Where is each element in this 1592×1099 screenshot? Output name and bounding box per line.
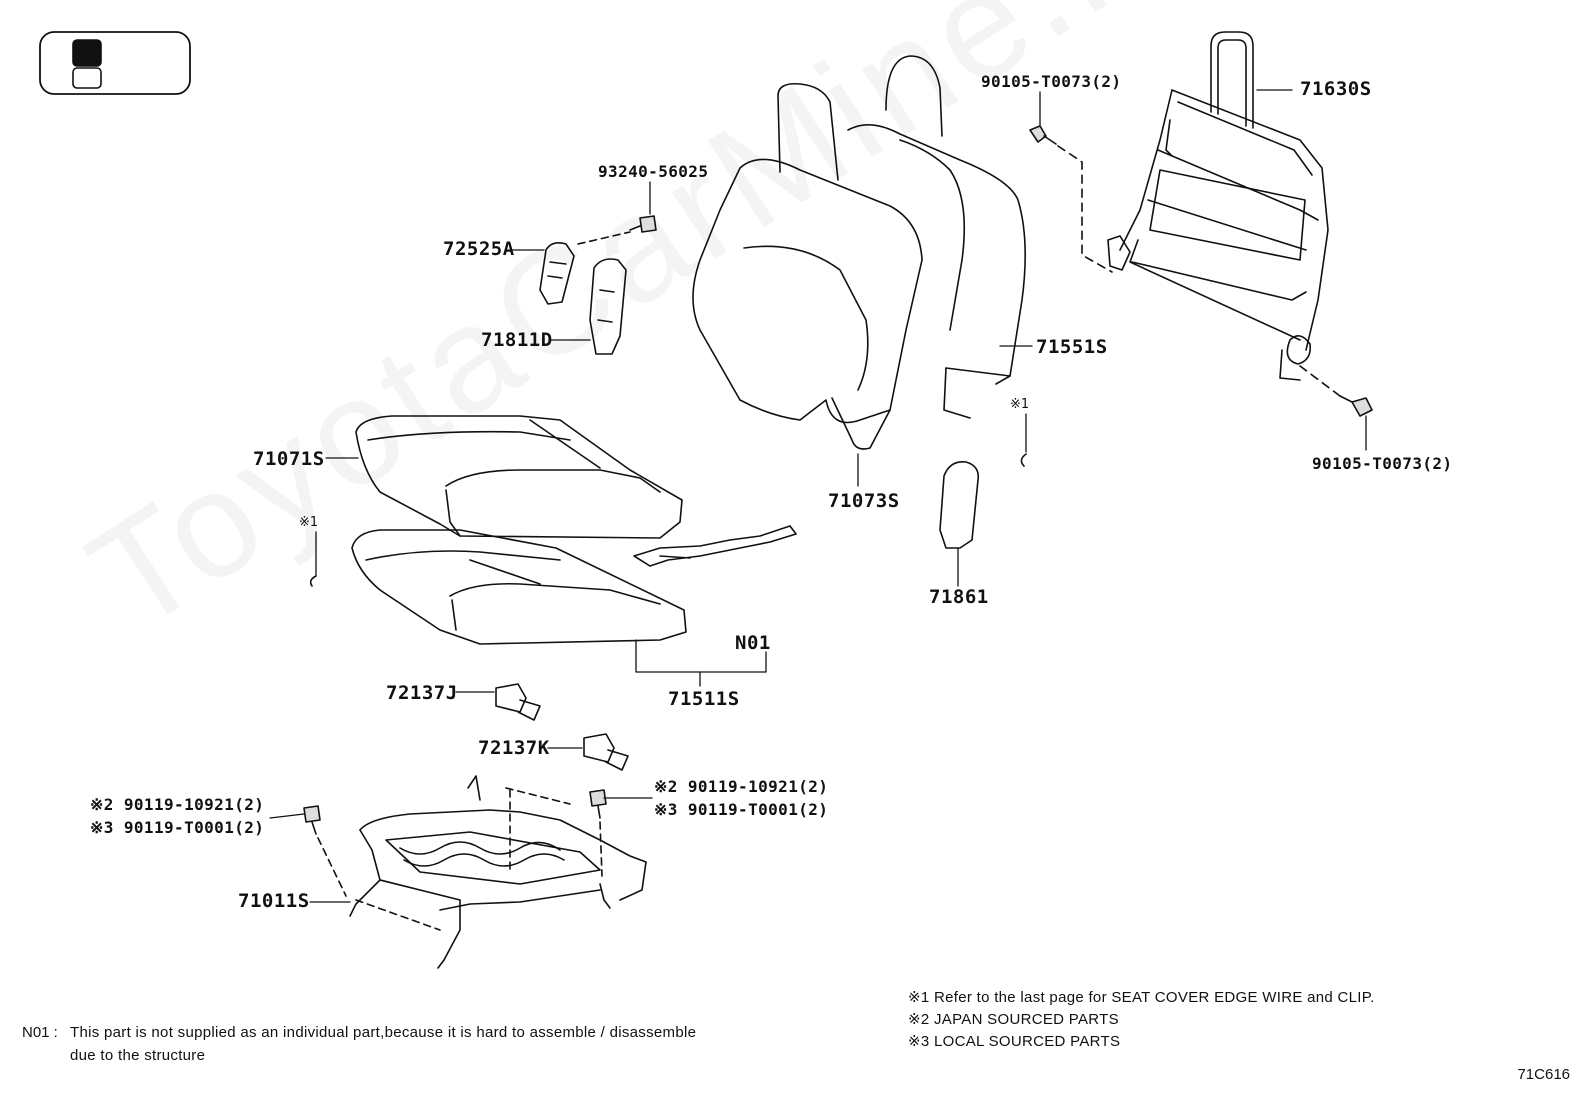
note-n01-line2: due to the structure <box>70 1047 206 1064</box>
label-71861: 71861 <box>929 586 989 608</box>
legend-1: ※1 Refer to the last page for SEAT COVER… <box>908 989 1375 1006</box>
note-n01-key: N01 : <box>22 1024 58 1041</box>
label-72137K: 72137K <box>478 737 550 759</box>
legend-2: ※2 JAPAN SOURCED PARTS <box>908 1011 1119 1028</box>
label-71071S: 71071S <box>253 448 325 470</box>
page-code: 71C616 <box>1517 1066 1570 1083</box>
trim-72525A <box>539 242 575 305</box>
harness-N01 <box>633 525 797 567</box>
cover-71861 <box>939 460 980 549</box>
label-left-bolt-local: ※3 90119-T0001(2) <box>90 818 265 837</box>
seatback-cover-71551S <box>847 55 1026 419</box>
label-71511S: 71511S <box>668 688 740 710</box>
leader-lines <box>269 89 1367 903</box>
clip-ref-left <box>309 575 317 587</box>
label-71551S: 71551S <box>1036 336 1108 358</box>
label-71011S: 71011S <box>238 890 310 912</box>
label-71630S: 71630S <box>1300 78 1372 100</box>
seat-position-icon <box>39 31 191 95</box>
label-72525A: 72525A <box>443 238 515 260</box>
label-93240: 93240-56025 <box>598 162 709 181</box>
bolt-90119-left <box>303 805 347 897</box>
label-N01: N01 <box>735 632 771 654</box>
label-71073S: 71073S <box>828 490 900 512</box>
note-n01-line1: This part is not supplied as an individu… <box>70 1024 697 1041</box>
seatback-pad-71073S <box>692 82 923 450</box>
cover-72137K <box>583 733 629 771</box>
label-71811D: 71811D <box>481 329 553 351</box>
label-right-bolt-local: ※3 90119-T0001(2) <box>654 800 829 819</box>
frame-dash-links <box>355 787 571 931</box>
label-90105-top: 90105-T0073(2) <box>981 72 1122 91</box>
bolt-90105-top <box>1029 125 1113 273</box>
label-72137J: 72137J <box>386 682 458 704</box>
seatback-frame-71630S <box>1107 31 1329 381</box>
bolt-90105-bottom <box>1299 365 1373 417</box>
clip-ref-right <box>1020 453 1027 467</box>
bolt-90119-right <box>589 789 607 877</box>
cushion-cover-71511S <box>351 529 687 645</box>
cover-72137J <box>495 683 541 721</box>
screw-93240 <box>577 215 657 245</box>
ref-mark-right: ※1 <box>1010 397 1030 412</box>
label-right-bolt-japan: ※2 90119-10921(2) <box>654 777 829 796</box>
cushion-pad-71071S <box>355 415 683 539</box>
cover-71811D <box>589 258 627 355</box>
seat-frame-71011S <box>349 775 647 969</box>
label-90105-bottom: 90105-T0073(2) <box>1312 454 1453 473</box>
label-left-bolt-japan: ※2 90119-10921(2) <box>90 795 265 814</box>
ref-mark-left: ※1 <box>299 515 319 530</box>
legend-3: ※3 LOCAL SOURCED PARTS <box>908 1033 1121 1050</box>
